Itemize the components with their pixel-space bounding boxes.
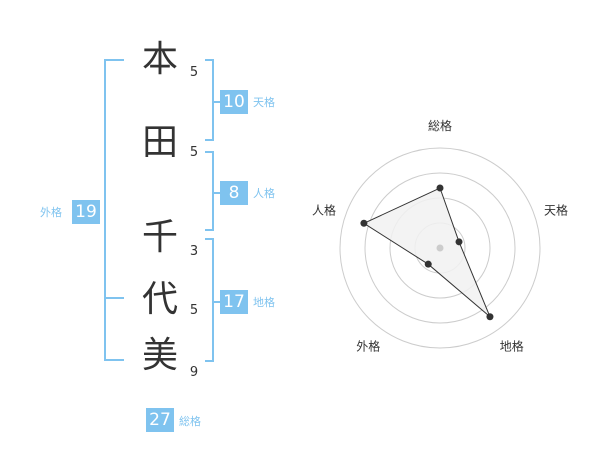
- name-char-5: 美: [141, 335, 178, 376]
- stroke-count-4: 5: [189, 303, 199, 318]
- soukaku-label: 総格: [179, 415, 201, 428]
- name-char-2: 田: [141, 122, 178, 163]
- name-char-1: 本: [141, 39, 178, 80]
- chikaku-bracket: [205, 238, 214, 362]
- name-char-3: 千: [141, 217, 178, 258]
- chikaku-connector: [214, 301, 220, 303]
- radar-axis-label-chikaku: 地格: [500, 339, 524, 354]
- radar-points: [360, 184, 494, 321]
- gaikaku-bracket: [104, 59, 124, 361]
- tenkaku-connector: [214, 101, 220, 103]
- jinkaku-connector: [214, 192, 220, 194]
- soukaku-value: 27: [146, 408, 174, 432]
- jinkaku-bracket: [205, 151, 214, 231]
- gaikaku-value: 19: [72, 200, 100, 224]
- radar-axis-label-jinkaku: 人格: [312, 202, 336, 217]
- stroke-count-1: 5: [189, 65, 199, 80]
- name-char-4: 代: [141, 279, 178, 320]
- radar-point: [486, 313, 494, 321]
- tenkaku-label: 天格: [253, 96, 275, 109]
- radar-point: [424, 260, 432, 268]
- radar-grid-ring: [364, 172, 516, 324]
- gaikaku-inner-tick: [106, 297, 124, 299]
- radar-point: [455, 238, 463, 246]
- radar-axis-label-tenkaku: 天格: [544, 202, 568, 217]
- radar-axis-label-soukaku: 総格: [428, 118, 452, 133]
- radar-axis-label-gaikaku: 外格: [356, 339, 380, 354]
- radar-point: [436, 184, 444, 192]
- stroke-count-3: 3: [189, 244, 199, 259]
- radar-point: [360, 219, 368, 227]
- radar-series-area: [362, 187, 491, 318]
- chikaku-label: 地格: [253, 296, 275, 309]
- radar-chart: 総格 天格 地格 外格 人格: [312, 118, 568, 354]
- gaikaku-label: 外格: [40, 206, 62, 219]
- tenkaku-value: 10: [220, 90, 248, 114]
- radar-grid-ring: [339, 147, 541, 349]
- jinkaku-value: 8: [220, 181, 248, 205]
- stroke-count-2: 5: [189, 145, 199, 160]
- tenkaku-bracket: [205, 59, 214, 141]
- stroke-count-5: 9: [189, 365, 199, 380]
- radar-center-dot: [436, 244, 444, 252]
- jinkaku-label: 人格: [253, 187, 275, 200]
- chikaku-value: 17: [220, 290, 248, 314]
